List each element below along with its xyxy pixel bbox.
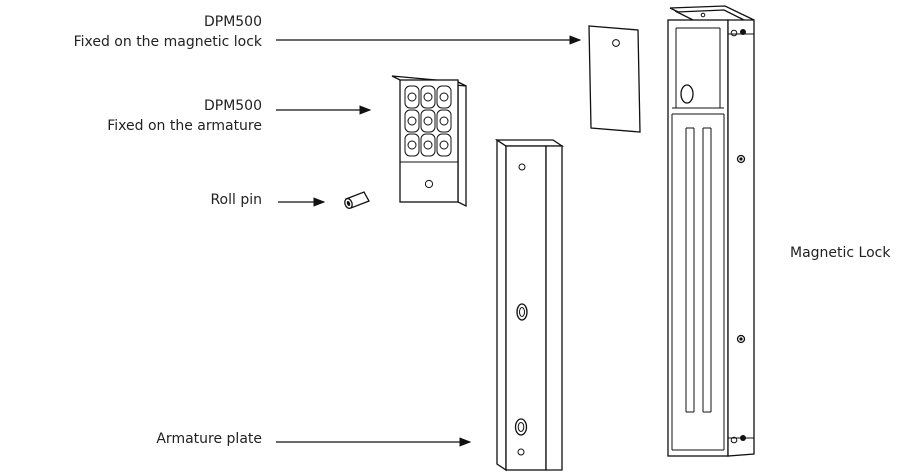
dpm500-armature-block (391, 75, 467, 208)
magnet-cells (404, 85, 452, 157)
armature-plate (494, 138, 565, 472)
label-dpm500-lock-subtitle: Fixed on the magnetic lock (74, 34, 263, 50)
magnetic-lock-body (667, 5, 755, 457)
roll-pin (344, 191, 370, 209)
label-magnetic-lock: Magnetic Lock (790, 245, 891, 261)
label-dpm500-lock-title: DPM500 (204, 14, 262, 30)
label-dpm500-armature-title: DPM500 (204, 98, 262, 114)
dpm500-lock-plate (588, 25, 641, 133)
label-armature-plate: Armature plate (156, 431, 262, 447)
label-dpm500-armature-subtitle: Fixed on the armature (107, 118, 262, 134)
label-roll-pin: Roll pin (210, 192, 262, 208)
